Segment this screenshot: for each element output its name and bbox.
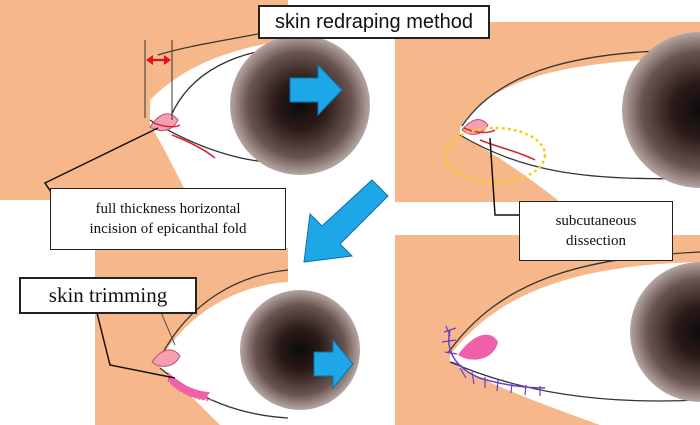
label-skin-trimming: skin trimming [19,277,197,314]
label-line-1: subcutaneous [555,213,637,229]
trimmed-skin [168,372,210,400]
panel-top-right [395,22,700,216]
arrow-right-icon [289,63,343,117]
diagram-title: skin redraping method [258,5,490,39]
iris [622,32,700,188]
incision-line [151,121,181,128]
caruncle [458,334,498,360]
dissection-outline [443,126,547,184]
leader-line-dissection [489,137,520,216]
caruncle [151,349,181,367]
iris [630,262,700,402]
label-subcutaneous-dissection: subcutaneous dissection [519,201,673,261]
double-arrow-icon [146,55,171,65]
arrow-down-left-icon [303,179,389,263]
label-epicanthal-incision: full thickness horizontal incision of ep… [50,188,286,250]
panel-bottom-left [94,248,360,425]
leader-line-trimming [94,304,176,379]
arrow-right-icon [313,338,354,390]
suture-line [448,329,546,389]
panel-bottom-right [395,235,700,425]
iris [230,35,370,175]
label-line-1: full thickness horizontal [95,201,241,217]
panel-top-left [0,0,370,200]
iris [240,290,360,410]
label-line-2: dissection [566,233,626,249]
suture-stitches [441,325,541,396]
label-line-2: incision of epicanthal fold [89,221,247,237]
caruncle [461,119,489,135]
